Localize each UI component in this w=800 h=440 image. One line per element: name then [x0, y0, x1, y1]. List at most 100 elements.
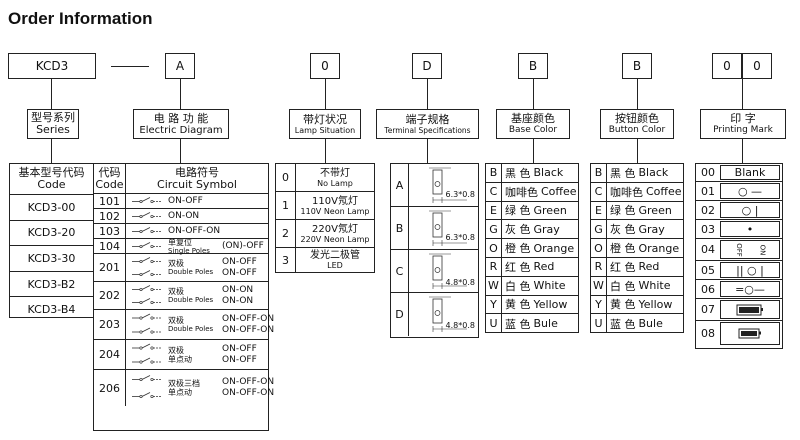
label-lamp-situation: 带灯状况 Lamp Situation — [289, 109, 361, 139]
color-code: U — [486, 314, 502, 334]
print-code: 06 — [701, 282, 715, 296]
print-code: 05 — [701, 263, 715, 277]
code-box-base-color: B — [518, 53, 548, 79]
connector-line — [111, 66, 149, 67]
terminal-code: D — [391, 293, 409, 336]
lamp-label-cn: 110V氖灯 — [312, 195, 358, 207]
color-code: B — [486, 164, 502, 182]
print-row: 03 • — [696, 220, 782, 239]
circuit-function: ON-OFF-ON — [222, 388, 275, 398]
pole-label: 双极 — [168, 287, 184, 296]
switch-symbol-icon — [132, 313, 162, 334]
color-code: R — [486, 257, 502, 276]
print-mark-dot: • — [746, 222, 754, 236]
color-name-en: Black — [638, 166, 669, 180]
circuit-function: ON-OFF-ON — [222, 313, 275, 324]
color-name-en: Yellow — [533, 297, 568, 311]
label-electric-diagram: 电 路 功 能 Electric Diagram — [133, 109, 229, 139]
color-name-cn: 灰 色 — [610, 223, 636, 237]
switch-symbol-icon — [132, 227, 162, 234]
pole-label: 双极 — [168, 259, 184, 268]
color-name-cn: 黑 色 — [610, 166, 636, 180]
print-code: 01 — [701, 184, 715, 198]
pole-label-en: Double Poles — [168, 325, 214, 333]
switch-symbol-icon — [132, 212, 162, 219]
circuit-code: 104 — [94, 239, 126, 253]
print-mark-off: OFF — [734, 242, 743, 257]
circuit-function: ON-OFF — [222, 267, 257, 278]
color-name-en: Bule — [533, 317, 558, 331]
label-terminal-specs: 端子规格 Terminal Specifications — [376, 109, 479, 139]
lamp-label-cn: 不带灯 — [320, 167, 350, 179]
print-mark-line-circle: =○— — [735, 282, 765, 296]
lamp-code: 2 — [276, 220, 296, 247]
pole-label-en: Single Poles — [168, 246, 210, 255]
switch-symbol-icon — [132, 343, 162, 364]
pole-label: 双极 — [168, 345, 184, 355]
color-name-en: Green — [533, 203, 567, 217]
color-code: R — [591, 257, 607, 276]
color-code: C — [486, 182, 502, 201]
lamp-label-en: 110V Neon Lamp — [300, 206, 370, 216]
color-name-cn: 黄 色 — [610, 298, 636, 312]
color-name-cn: 红 色 — [610, 260, 636, 274]
lamp-label-cn: 发光二极管 — [310, 250, 360, 261]
terminal-dimension: 4.8*0.8 — [445, 278, 475, 287]
terminal-drawing-icon — [429, 296, 467, 332]
lamp-label-en: LED — [327, 261, 343, 270]
color-name-en: Red — [638, 260, 660, 274]
print-code: 03 — [701, 222, 715, 236]
switch-symbol-icon — [132, 375, 162, 399]
circuit-code: 101 — [94, 194, 126, 208]
print-mark-circle-dash: ○ — — [737, 184, 763, 198]
print-mark-power-symbols: || ○ | — [736, 263, 764, 277]
color-name-en: Bule — [638, 317, 663, 331]
switch-symbol-icon — [132, 197, 162, 204]
battery-small-icon — [738, 328, 761, 339]
print-mark-blank: Blank — [734, 166, 766, 179]
lamp-label-cn: 220V氖灯 — [312, 223, 358, 235]
circuit-function: ON-OFF — [222, 343, 257, 354]
color-name-cn: 绿 色 — [610, 204, 636, 218]
color-name-cn: 橙 色 — [505, 242, 531, 256]
terminal-code: B — [391, 207, 409, 249]
circuit-code: 201 — [94, 254, 126, 281]
color-code: E — [591, 201, 607, 220]
color-name-en: Yellow — [638, 297, 673, 311]
circuit-function: (ON)-OFF — [222, 240, 264, 251]
terminal-dimension: 6.3*0.8 — [445, 233, 475, 242]
terminal-row: B 6.3*0.8 — [391, 207, 478, 250]
color-name-en: Gray — [638, 222, 665, 236]
pole-label-2: 单点动 — [168, 388, 192, 397]
circuit-code: 204 — [94, 340, 126, 369]
color-name-cn: 橙 色 — [610, 242, 636, 256]
print-row: 05 || ○ | — [696, 261, 782, 280]
circuit-function: ON-OFF-ON — [222, 377, 275, 387]
print-mark-circle-bar: ○ | — [741, 203, 759, 217]
color-name-cn: 白 色 — [505, 279, 531, 293]
color-name-cn: 灰 色 — [505, 223, 531, 237]
circuit-code: 202 — [94, 282, 126, 309]
print-code: 04 — [701, 243, 715, 256]
series-row: KCD3-00 — [10, 195, 93, 221]
print-code: 08 — [701, 327, 715, 340]
color-name-en: Black — [533, 166, 564, 180]
code-box-diagram: A — [165, 53, 195, 79]
